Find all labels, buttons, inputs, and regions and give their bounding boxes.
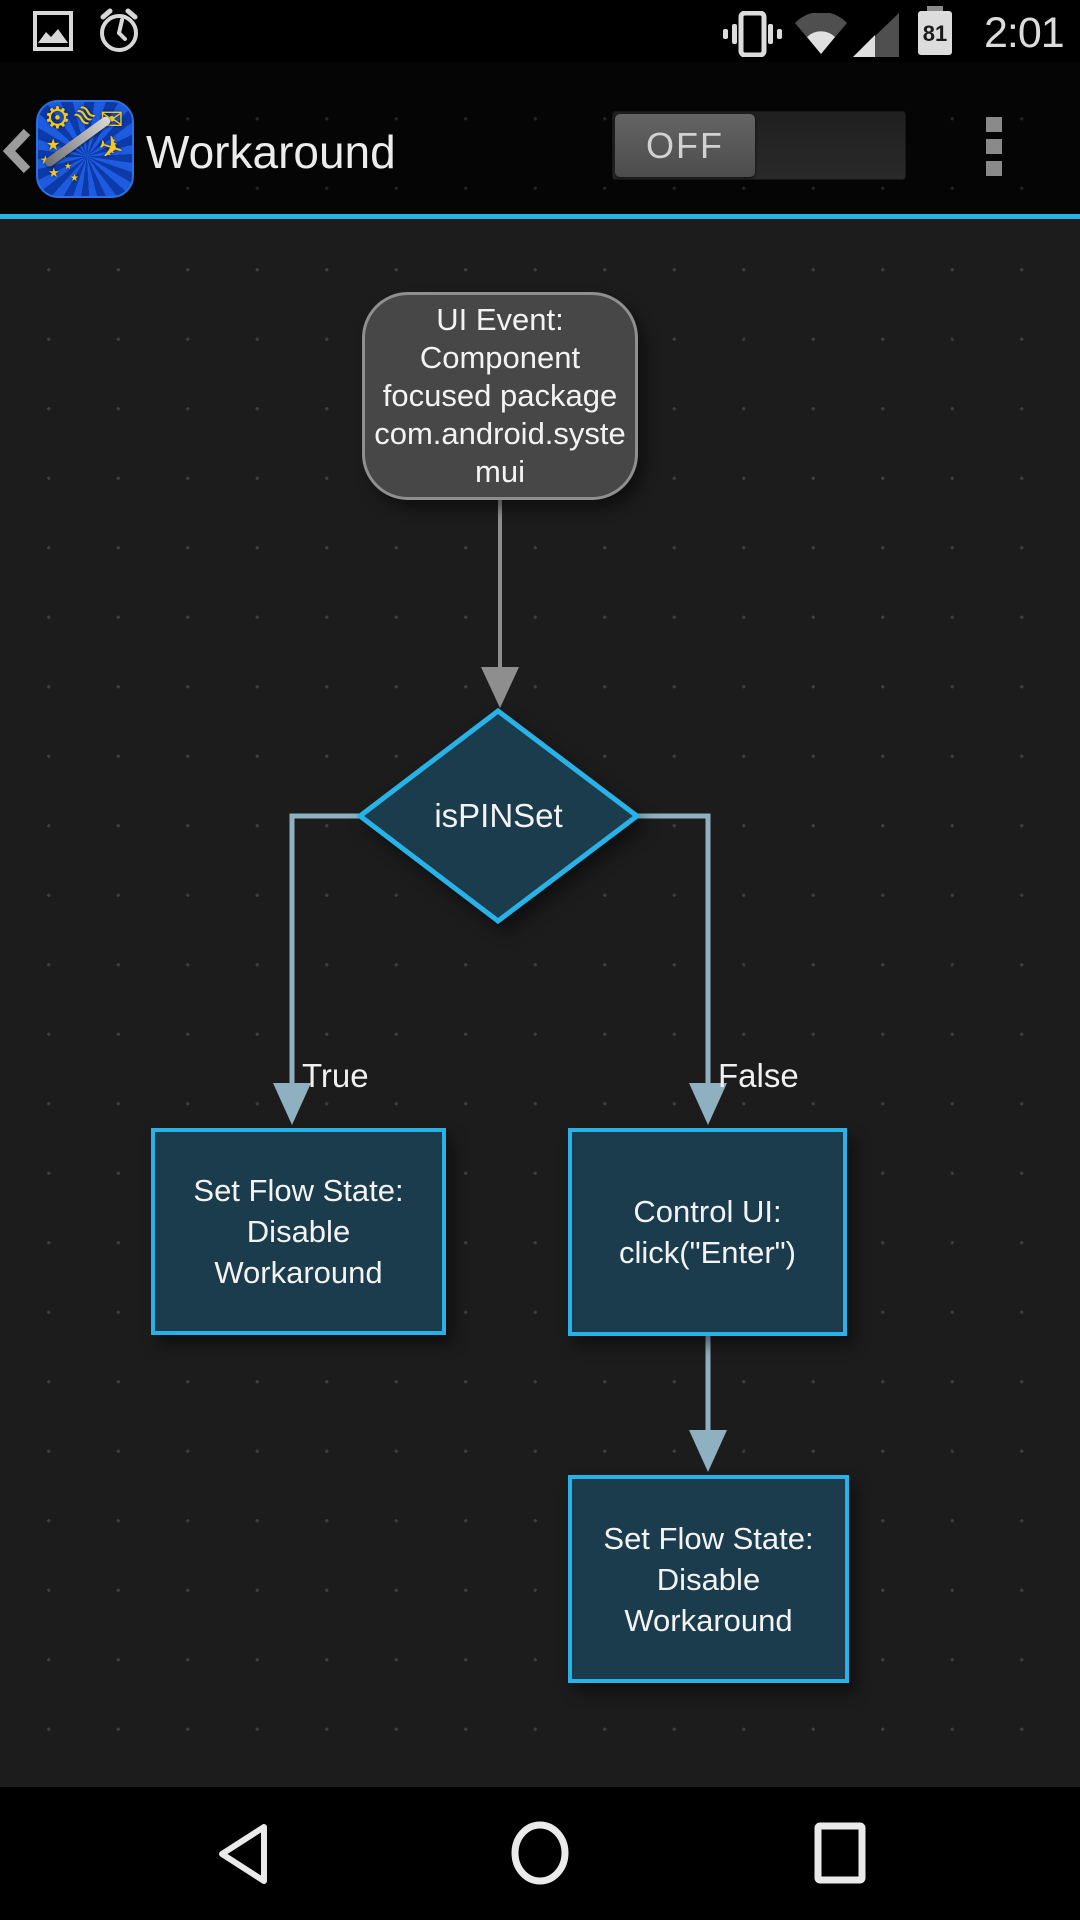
page-title: Workaround bbox=[146, 126, 396, 178]
signal-icon bbox=[853, 13, 899, 57]
overflow-dot bbox=[986, 139, 1002, 154]
status-clock: 2:01 bbox=[984, 9, 1065, 57]
action-node-line: Set Flow State: bbox=[603, 1520, 814, 1556]
nav-back-icon[interactable] bbox=[212, 1823, 270, 1885]
vibrate-icon bbox=[723, 11, 782, 57]
battery-icon: 81 bbox=[918, 6, 952, 55]
trigger-node-line: Component bbox=[419, 340, 581, 375]
flow-connectors bbox=[273, 499, 727, 1472]
trigger-node-line: UI Event: bbox=[436, 302, 564, 337]
action-node-line: Set Flow State: bbox=[193, 1173, 404, 1208]
nav-recents-icon[interactable] bbox=[813, 1822, 867, 1884]
plane-icon: ✈ bbox=[93, 128, 128, 169]
flow-enable-switch[interactable]: OFF bbox=[612, 111, 906, 180]
alarm-icon bbox=[100, 8, 138, 52]
branch-false-label: False bbox=[718, 1057, 799, 1094]
trigger-node-line: mui bbox=[475, 454, 525, 489]
flow-canvas[interactable]: UI Event: Component focused package com.… bbox=[0, 219, 1080, 1787]
flow-enable-switch-thumb[interactable]: OFF bbox=[615, 114, 755, 177]
wifi-icon bbox=[795, 13, 847, 54]
photo-notification-icon bbox=[33, 11, 73, 51]
action-node-line: Disable bbox=[656, 1561, 761, 1597]
star-icon: ★ bbox=[64, 161, 73, 171]
action-node-line: Control UI: bbox=[633, 1194, 782, 1229]
condition-diamond[interactable] bbox=[355, 707, 642, 925]
action-node-line: Workaround bbox=[214, 1255, 383, 1290]
navigation-bar bbox=[0, 1787, 1080, 1920]
nav-home-icon[interactable] bbox=[509, 1821, 571, 1885]
star-icon: ★ bbox=[48, 165, 60, 180]
accent-divider bbox=[0, 214, 1080, 219]
trigger-node-ui-event[interactable]: UI Event: Component focused package com.… bbox=[362, 292, 638, 500]
action-node-control-ui[interactable]: Control UI: click("Enter") bbox=[568, 1128, 847, 1336]
action-node-line: Workaround bbox=[624, 1602, 793, 1638]
action-node-line: Disable bbox=[246, 1214, 351, 1249]
action-node-set-flow-state-final[interactable]: Set Flow State: Disable Workaround bbox=[568, 1475, 849, 1683]
back-chevron-icon[interactable] bbox=[2, 128, 32, 174]
status-bar: 81 2:01 bbox=[0, 0, 1080, 62]
app-logo-icon[interactable]: ⚙ ≋ ✉ ✈ ★ ★ ★ ★ ★ ★ bbox=[36, 100, 134, 198]
action-node-line: click("Enter") bbox=[618, 1235, 797, 1270]
branch-true-label: True bbox=[302, 1057, 369, 1094]
overflow-dot bbox=[986, 117, 1002, 132]
trigger-node-line: focused package bbox=[382, 378, 618, 413]
overflow-menu-icon[interactable] bbox=[986, 117, 1006, 176]
svg-text:81: 81 bbox=[923, 21, 947, 46]
trigger-node-line: com.android.syste bbox=[374, 416, 626, 451]
gear-icon: ⚙ bbox=[44, 102, 71, 135]
overflow-dot bbox=[986, 161, 1002, 176]
condition-label: isPINSet bbox=[434, 797, 563, 834]
star-icon: ★ bbox=[70, 173, 79, 184]
action-node-set-flow-state-true[interactable]: Set Flow State: Disable Workaround bbox=[151, 1128, 446, 1335]
app-bar: ⚙ ≋ ✉ ✈ ★ ★ ★ ★ ★ ★ Workaround OFF bbox=[0, 62, 1080, 214]
